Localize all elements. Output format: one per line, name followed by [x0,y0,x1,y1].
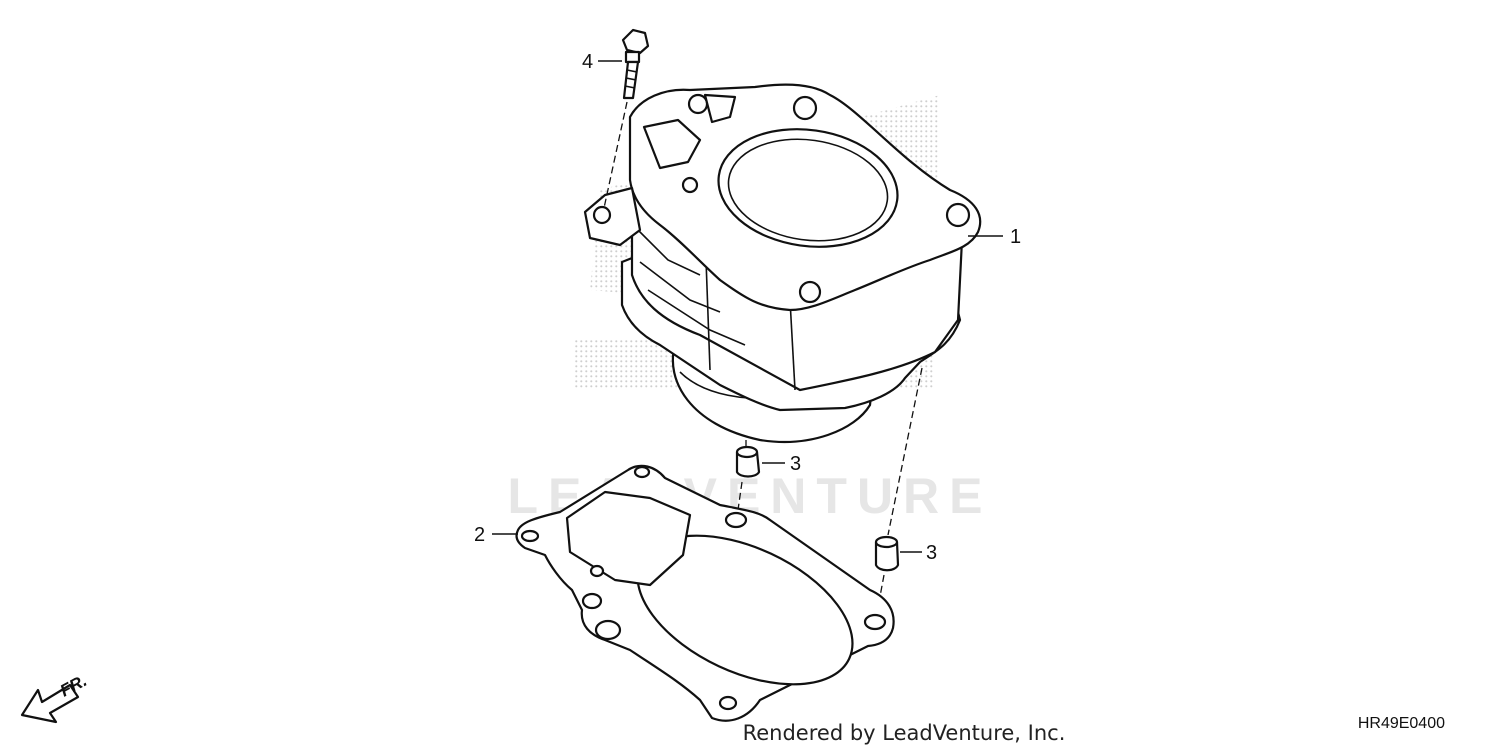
callout-dowel-lower: 3 [926,542,937,564]
callout-gasket: 2 [474,524,485,546]
gasket-part [515,464,895,722]
cylinder-part [583,83,982,444]
front-arrow-icon [20,683,80,724]
rendered-by-footer: Rendered by LeadVenture, Inc. [743,721,1066,745]
diagram-code: HR49E0400 [1358,715,1445,732]
dowel-pin-lower-part [874,367,923,619]
bolt-part [603,28,650,209]
callout-dowel-upper: 3 [790,453,801,475]
dowel-pin-upper-part [735,440,761,511]
callout-cylinder: 1 [1010,226,1021,248]
callout-bolt: 4 [582,51,593,73]
